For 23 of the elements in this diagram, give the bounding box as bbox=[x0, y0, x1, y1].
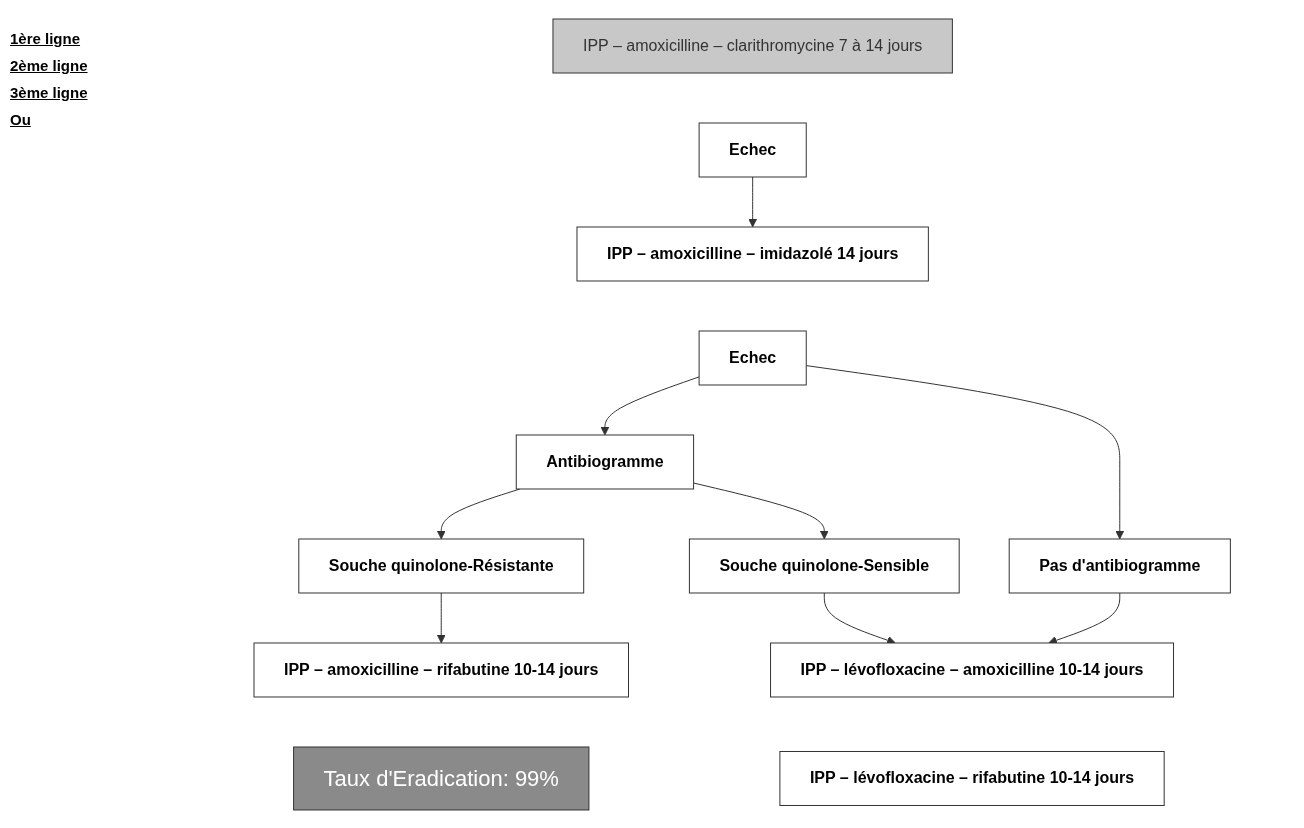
label-text: 2ème ligne bbox=[10, 57, 89, 74]
arrow bbox=[692, 482, 829, 539]
label-text: 1ère ligne bbox=[10, 30, 82, 47]
node-box: IPP – amoxicilline – imidazolé 14 jours bbox=[576, 226, 929, 281]
label-text: Ou bbox=[10, 111, 32, 128]
node-box: Echec bbox=[698, 330, 807, 385]
node-box: Pas d'antibiogramme bbox=[1008, 538, 1231, 593]
arrow bbox=[805, 364, 1124, 539]
arrow bbox=[600, 375, 700, 435]
arrow bbox=[1048, 592, 1121, 644]
node-box: IPP – amoxicilline – clarithromycine 7 à 14 jours bbox=[552, 18, 953, 73]
node-box: IPP – amoxicilline – rifabutine 10-14 jours bbox=[253, 642, 629, 697]
arrow bbox=[748, 176, 757, 227]
label-text: 3ème ligne bbox=[10, 84, 89, 101]
node-box: IPP – lévofloxacine – rifabutine 10-14 jours bbox=[779, 750, 1165, 806]
node-box: Souche quinolone-Sensible bbox=[688, 538, 960, 593]
arrow bbox=[436, 592, 446, 643]
node-box: Souche quinolone-Résistante bbox=[298, 538, 584, 593]
node-box: Taux d'Eradication: 99% bbox=[292, 746, 590, 810]
node-box: Echec bbox=[698, 122, 807, 177]
arrow bbox=[823, 592, 896, 644]
node-box: Antibiogramme bbox=[515, 434, 694, 489]
node-box: IPP – lévofloxacine – amoxicilline 10-14 jours bbox=[769, 642, 1174, 697]
